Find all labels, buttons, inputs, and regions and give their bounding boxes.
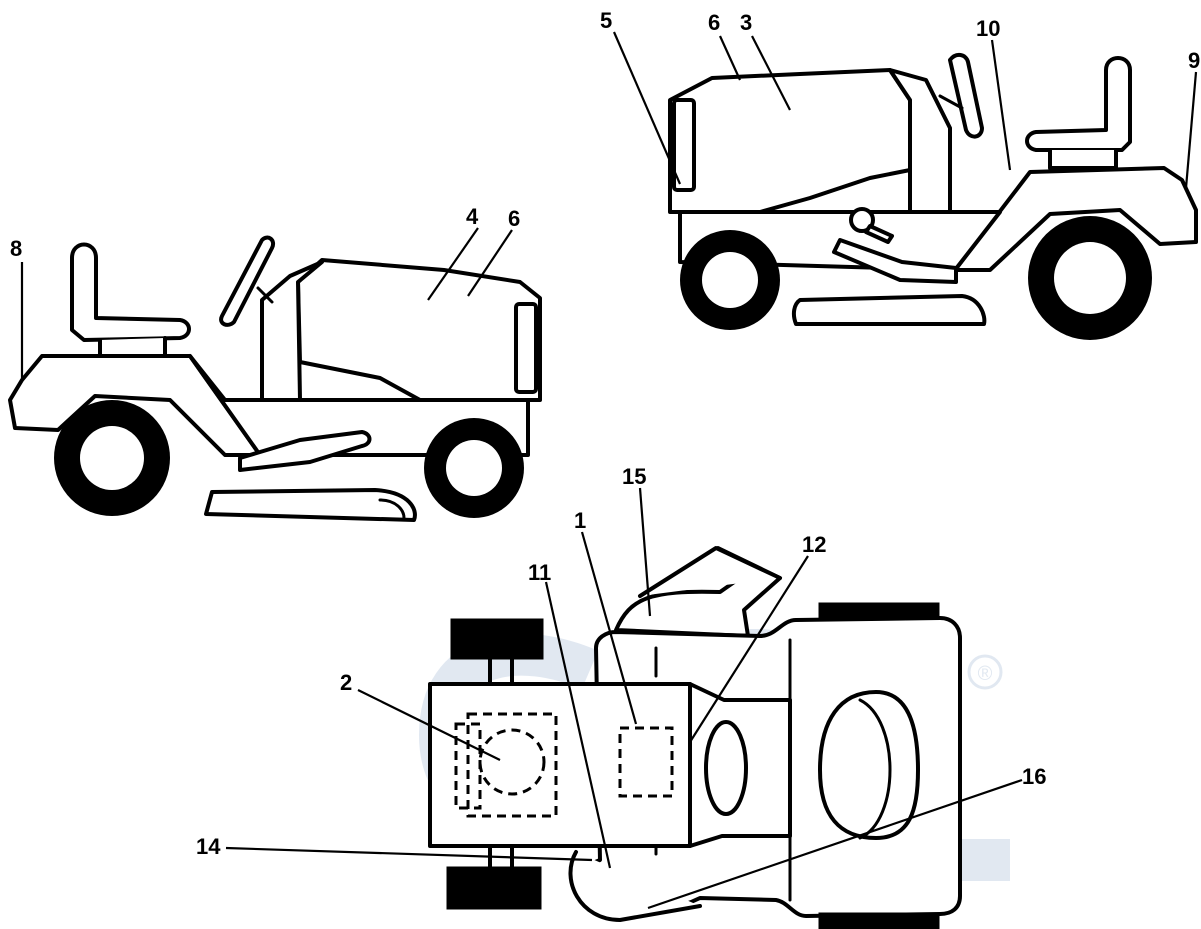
leader-14 xyxy=(225,846,593,862)
tractor-left-side-view xyxy=(8,235,542,522)
leader-3 xyxy=(751,35,791,111)
callout-11: 11 xyxy=(528,560,551,585)
leader-5 xyxy=(612,31,682,185)
leader-6-right xyxy=(718,35,742,81)
callout-labels: 8 4 6 5 6 3 10 9 15 1 12 11 2 16 14 xyxy=(10,8,1200,859)
callout-12: 12 xyxy=(802,532,826,557)
leader-lines xyxy=(20,31,1198,910)
leader-9 xyxy=(1184,71,1198,189)
callout-1: 1 xyxy=(574,508,586,533)
leader-2 xyxy=(357,689,501,761)
leader-10 xyxy=(990,39,1012,171)
tractor-right-side-view xyxy=(668,53,1198,340)
callout-6-left: 6 xyxy=(508,206,520,231)
callout-16: 16 xyxy=(1022,764,1046,789)
callout-8: 8 xyxy=(10,236,22,261)
leader-6-left xyxy=(467,229,513,297)
callout-5: 5 xyxy=(600,8,612,33)
callout-9: 9 xyxy=(1188,48,1200,73)
callout-14: 14 xyxy=(196,834,221,859)
svg-text:®: ® xyxy=(978,663,993,685)
callout-10: 10 xyxy=(976,16,1000,41)
leader-12 xyxy=(689,555,809,743)
tractor-top-view xyxy=(428,546,962,929)
callout-2: 2 xyxy=(340,670,352,695)
callout-4: 4 xyxy=(466,204,479,229)
callout-3: 3 xyxy=(740,10,752,35)
leader-16 xyxy=(647,778,1023,910)
leader-4 xyxy=(427,227,479,301)
leader-11 xyxy=(544,581,612,869)
leader-1 xyxy=(580,531,638,725)
leader-15 xyxy=(638,487,652,617)
callout-6-right: 6 xyxy=(708,10,720,35)
callout-15: 15 xyxy=(622,464,646,489)
